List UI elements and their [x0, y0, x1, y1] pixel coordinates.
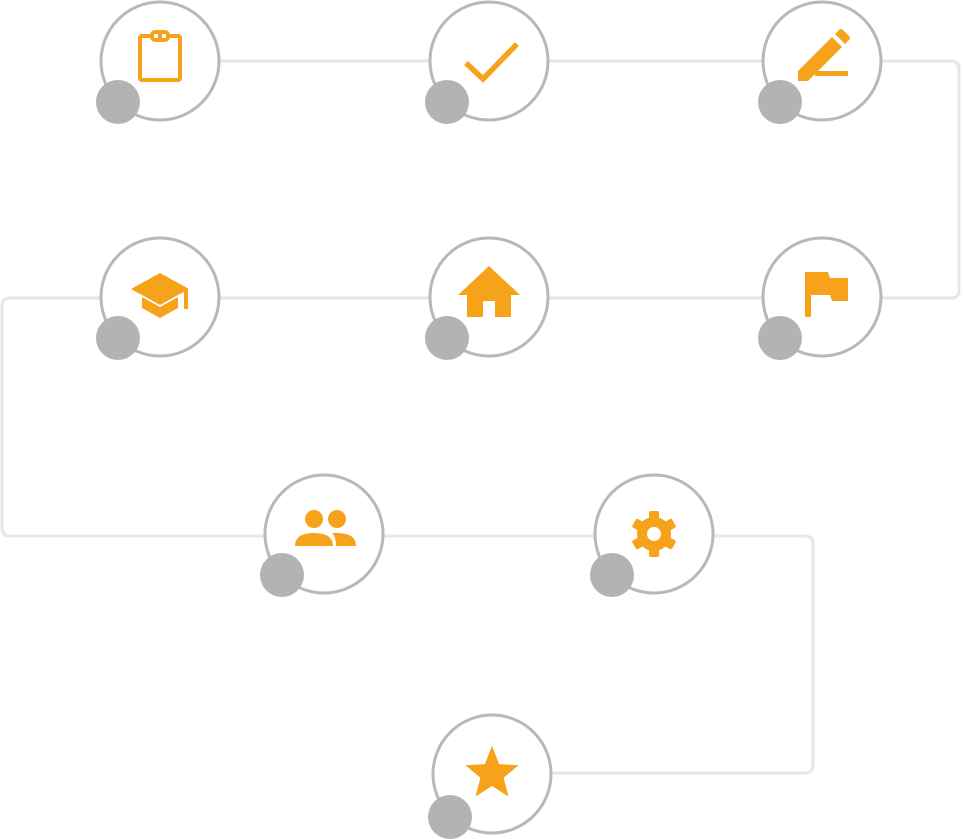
step-badge — [96, 316, 140, 360]
step-badge — [590, 553, 634, 597]
step-badge — [425, 80, 469, 124]
step-node-3[interactable] — [758, 0, 883, 124]
step-node-9[interactable] — [428, 713, 553, 839]
step-node-6[interactable] — [96, 236, 221, 360]
home-icon — [458, 266, 520, 317]
checkmark-icon — [464, 42, 519, 83]
people-icon — [295, 510, 356, 546]
step-badge — [260, 553, 304, 597]
gear-icon — [632, 511, 676, 557]
step-badge — [758, 316, 802, 360]
step-node-1[interactable] — [96, 0, 221, 124]
star-icon — [465, 746, 519, 797]
step-badge — [425, 316, 469, 360]
step-node-7[interactable] — [260, 473, 385, 597]
flag-icon — [805, 272, 848, 317]
graduation-cap-icon — [131, 273, 189, 318]
step-node-8[interactable] — [590, 473, 715, 597]
clipboard-icon — [138, 30, 182, 82]
step-badge — [96, 80, 140, 124]
step-node-4[interactable] — [758, 236, 883, 360]
step-badge — [758, 80, 802, 124]
step-badge — [428, 795, 472, 839]
step-node-5[interactable] — [425, 236, 550, 360]
pencil-icon — [798, 29, 850, 81]
flow-connector — [0, 59, 961, 775]
step-node-2[interactable] — [425, 0, 550, 124]
